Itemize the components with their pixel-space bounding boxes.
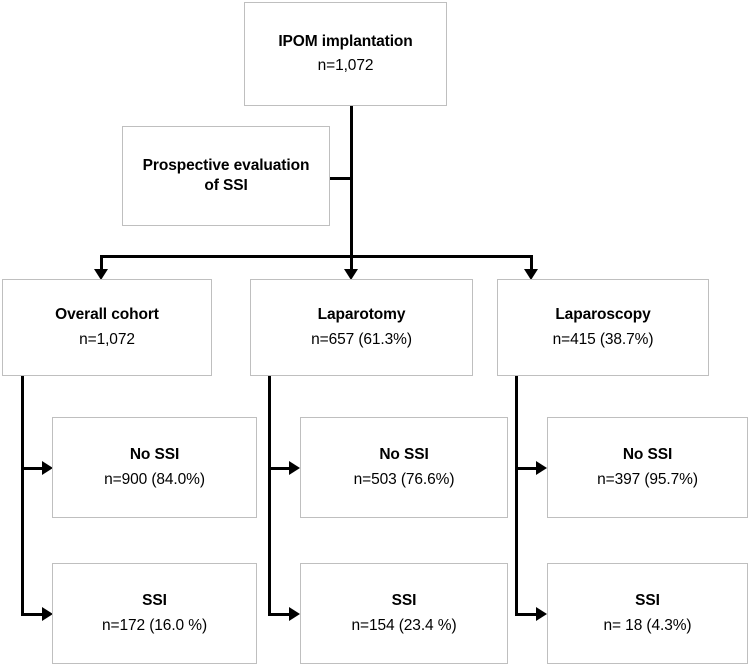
node-prospective-evaluation: Prospective evaluation of SSI	[122, 126, 330, 226]
connector-method-stub	[330, 177, 351, 180]
node-laparoscopy: Laparoscopy n=415 (38.7%)	[497, 279, 709, 376]
node-value: n=172 (16.0 %)	[101, 616, 208, 634]
arrowhead-col3-no-ssi	[536, 461, 547, 475]
connector-split-left	[100, 255, 103, 271]
node-title: No SSI	[379, 446, 429, 464]
node-value: n=657 (61.3%)	[311, 330, 412, 348]
connector-col3-to-ssi	[515, 613, 539, 616]
node-ssi-laparoscopy: SSI n= 18 (4.3%)	[547, 563, 748, 664]
connector-col2-to-ssi	[268, 613, 292, 616]
arrowhead-to-laparoscopy	[524, 269, 538, 280]
connector-col1-drop	[21, 376, 24, 616]
node-value: n= 18 (4.3%)	[603, 616, 692, 634]
arrowhead-col3-ssi	[536, 607, 547, 621]
connector-split-bar	[100, 255, 533, 258]
arrowhead-to-laparotomy	[344, 269, 358, 280]
connector-col1-to-ssi	[21, 613, 45, 616]
connector-root-trunk	[350, 106, 353, 256]
node-no-ssi-laparotomy: No SSI n=503 (76.6%)	[300, 417, 508, 518]
connector-col3-drop	[515, 376, 518, 616]
node-title: SSI	[391, 592, 417, 610]
node-ipom-implantation: IPOM implantation n=1,072	[244, 2, 447, 106]
node-no-ssi-overall: No SSI n=900 (84.0%)	[52, 417, 257, 518]
node-title: Laparoscopy	[555, 306, 651, 324]
arrowhead-to-overall-cohort	[94, 269, 108, 280]
connector-col3-to-no-ssi	[515, 467, 539, 470]
connector-col1-to-no-ssi	[21, 467, 45, 470]
node-value: n=1,072	[317, 57, 374, 74]
node-title: IPOM implantation	[278, 32, 413, 50]
connector-col2-to-no-ssi	[268, 467, 292, 470]
node-value: n=900 (84.0%)	[104, 470, 205, 488]
connector-split-center	[350, 255, 353, 271]
connector-col2-drop	[268, 376, 271, 616]
node-title: SSI	[142, 592, 167, 610]
node-overall-cohort: Overall cohort n=1,072	[2, 279, 212, 376]
arrowhead-col2-ssi	[289, 607, 300, 621]
connector-split-right	[530, 255, 533, 271]
node-value: n=1,072	[79, 330, 135, 348]
node-title: SSI	[635, 592, 660, 610]
arrowhead-col2-no-ssi	[289, 461, 300, 475]
node-title: No SSI	[622, 446, 673, 464]
node-title: No SSI	[129, 446, 180, 464]
node-no-ssi-laparoscopy: No SSI n=397 (95.7%)	[547, 417, 748, 518]
node-ssi-overall: SSI n=172 (16.0 %)	[52, 563, 257, 664]
node-value: n=397 (95.7%)	[597, 470, 698, 488]
node-laparotomy: Laparotomy n=657 (61.3%)	[250, 279, 473, 376]
arrowhead-col1-ssi	[42, 607, 53, 621]
node-ssi-laparotomy: SSI n=154 (23.4 %)	[300, 563, 508, 664]
node-value: n=503 (76.6%)	[353, 470, 455, 488]
node-title: Overall cohort	[55, 306, 159, 324]
node-title: Laparotomy	[317, 306, 406, 324]
arrowhead-col1-no-ssi	[42, 461, 53, 475]
node-value: n=415 (38.7%)	[552, 330, 654, 348]
node-title: Prospective evaluation of SSI	[142, 156, 310, 194]
node-value: n=154 (23.4 %)	[351, 616, 457, 634]
